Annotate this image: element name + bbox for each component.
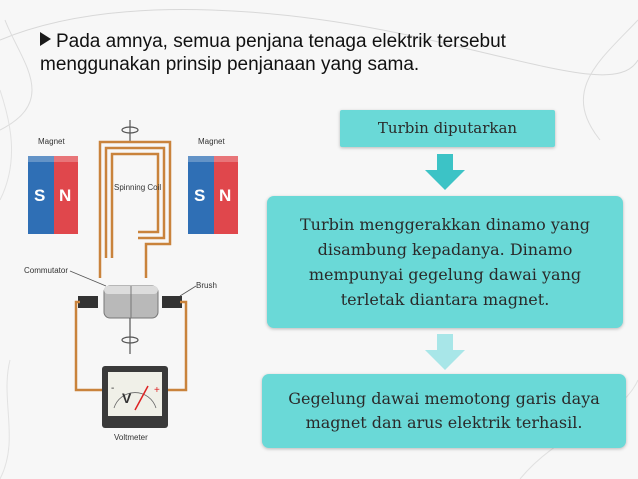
output-wires [74, 300, 188, 392]
magnet-left-n: N [59, 186, 71, 205]
bullet-arrow-icon [40, 32, 51, 46]
rotation-arrow-top-icon [121, 120, 139, 142]
magnet-left-label: Magnet [38, 137, 65, 146]
down-arrow-faded-icon [425, 334, 465, 370]
meter-v: V [122, 390, 132, 406]
brush-label: Brush [196, 281, 217, 290]
meter-minus: - [111, 383, 114, 394]
flow-step-2: Turbin menggerakkan dinamo yang disambun… [267, 196, 623, 328]
spinning-coil [98, 140, 172, 278]
magnet-right-label: Magnet [198, 137, 225, 146]
magnet-right [188, 156, 238, 234]
spinning-coil-label: Spinning Coil [114, 183, 161, 192]
bullet-paragraph: Pada amnya, semua penjana tenaga elektri… [40, 30, 560, 76]
magnet-right-n: N [219, 186, 231, 205]
voltmeter-label: Voltmeter [114, 433, 148, 442]
flow-step-1: Turbin diputarkan [340, 110, 555, 147]
flow-step-3: Gegelung dawai memotong garis daya magne… [262, 374, 626, 448]
magnet-left-s: S [34, 186, 45, 205]
meter-plus: + [154, 385, 160, 396]
commutator [78, 285, 182, 319]
magnet-right-s: S [194, 186, 205, 205]
voltmeter [102, 366, 168, 428]
commutator-label: Commutator [24, 266, 68, 275]
down-arrow-icon [425, 154, 465, 190]
magnet-left [28, 156, 78, 234]
bullet-text: Pada amnya, semua penjana tenaga elektri… [40, 31, 506, 75]
dynamo-diagram: Magnet S N Magnet S N Spinning Coil Comm… [24, 120, 238, 442]
rotation-arrow-bottom-icon [121, 318, 139, 354]
